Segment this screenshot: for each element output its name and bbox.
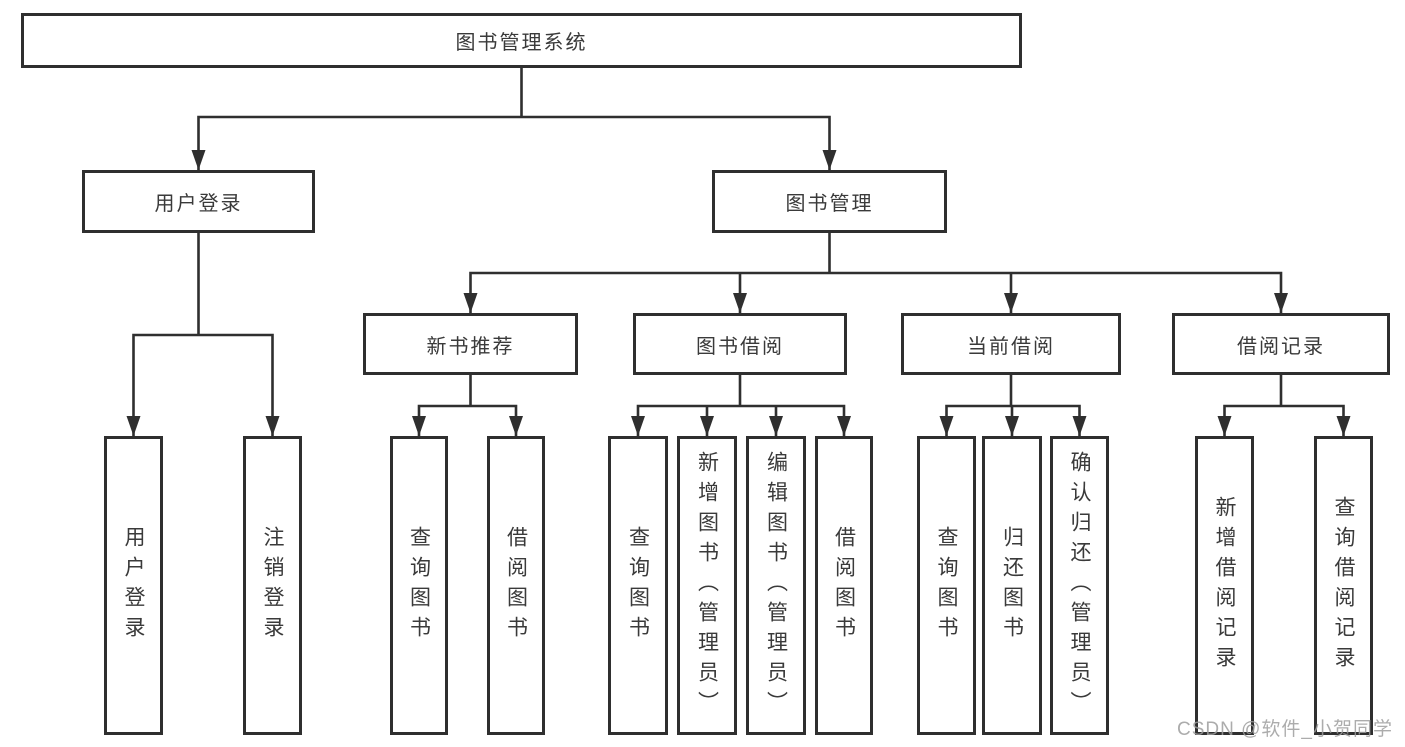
node-library-system-root: 图书管理系统 — [21, 13, 1022, 68]
node-borrowing-records: 借阅记录 — [1172, 313, 1390, 375]
arrowheads — [126, 150, 1351, 436]
leaf-label: 查询借阅记录 — [1332, 495, 1355, 676]
node-label: 借阅记录 — [1237, 335, 1325, 358]
leaf-label: 借阅图书 — [832, 525, 856, 646]
node-user-login: 用户登录 — [82, 170, 315, 233]
node-book-borrowing: 图书借阅 — [633, 313, 847, 375]
leaf-label: 编辑图书（管理员） — [764, 450, 788, 721]
leaf-label: 查询图书 — [626, 525, 650, 646]
node-label: 图书管理 — [785, 193, 874, 215]
node-current-borrowing: 当前借阅 — [901, 313, 1121, 375]
node-new-book-recommendation: 新书推荐 — [363, 313, 578, 375]
leaf-borrow-books-borrowing: 借阅图书 — [815, 436, 873, 735]
node-label: 当前借阅 — [967, 335, 1055, 358]
leaf-label: 归还图书 — [1000, 525, 1024, 646]
leaf-label: 用户登录 — [122, 525, 145, 646]
leaf-label: 注销登录 — [261, 525, 284, 646]
leaf-user-login: 用户登录 — [104, 436, 163, 735]
leaf-borrow-books-recommend: 借阅图书 — [487, 436, 545, 735]
leaf-query-borrow-record: 查询借阅记录 — [1314, 436, 1373, 735]
leaf-edit-books-admin: 编辑图书（管理员） — [746, 436, 806, 735]
leaf-query-books-current: 查询图书 — [917, 436, 976, 735]
leaf-label: 新增借阅记录 — [1213, 495, 1236, 676]
leaf-label: 查询图书 — [935, 525, 958, 646]
leaf-confirm-return-admin: 确认归还（管理员） — [1050, 436, 1109, 735]
leaf-label: 新增图书（管理员） — [695, 450, 719, 721]
leaf-return-books: 归还图书 — [982, 436, 1042, 735]
node-label: 新书推荐 — [426, 335, 515, 358]
leaf-add-borrow-record: 新增借阅记录 — [1195, 436, 1254, 735]
node-label: 用户登录 — [154, 193, 243, 215]
leaf-label: 确认归还（管理员） — [1068, 450, 1091, 721]
leaf-label: 查询图书 — [407, 525, 431, 646]
node-book-management: 图书管理 — [712, 170, 947, 233]
leaf-add-books-admin: 新增图书（管理员） — [677, 436, 737, 735]
leaf-logout: 注销登录 — [243, 436, 302, 735]
leaf-query-books-recommend: 查询图书 — [390, 436, 448, 735]
node-label: 图书借阅 — [696, 335, 784, 358]
leaf-label: 借阅图书 — [504, 525, 528, 646]
node-label: 图书管理系统 — [455, 32, 588, 54]
leaf-query-books-borrowing: 查询图书 — [608, 436, 668, 735]
